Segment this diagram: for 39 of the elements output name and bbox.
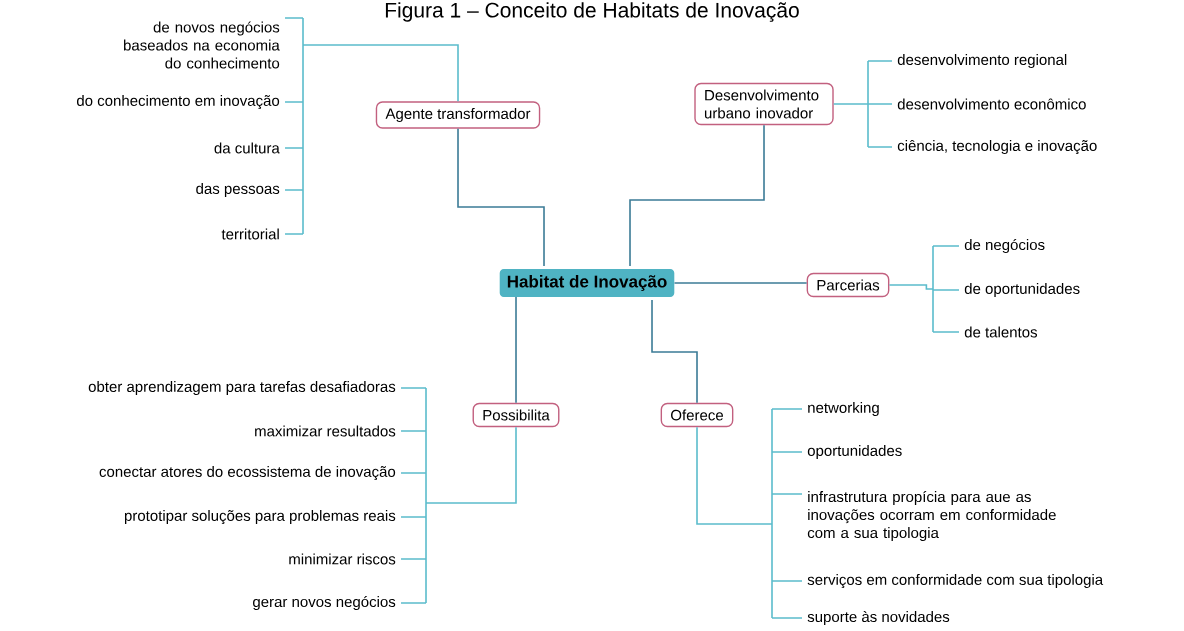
connector — [457, 127, 545, 267]
leaf-text: serviços em conformidade com sua tipologia — [807, 573, 1104, 588]
leaf-text: desenvolvimento econômico — [897, 98, 1086, 110]
connector — [673, 282, 808, 284]
leaf-text: infrastrutura propícia para aue as inovações ocorram em conformidade com a sua tipologia — [807, 490, 1056, 542]
leaf-text: das pessoas — [196, 183, 280, 197]
topic-box: Agente transformador — [375, 101, 541, 129]
leaf-text: gerar novos negócios — [253, 595, 396, 611]
bracket-line — [696, 408, 803, 619]
bracket-line — [400, 387, 517, 604]
leaf-text: de negócios — [964, 238, 1045, 254]
leaf-text: oportunidades — [807, 445, 902, 459]
central-box: Habitat de Inovação — [499, 269, 675, 297]
topic-box: Desenvolvimento urbano inovador — [694, 82, 834, 126]
leaf-text: suporte às novidades — [807, 610, 950, 626]
figure-title: Figura 1 – Conceito de Habitats de Inovação — [385, 2, 799, 22]
bracket-line — [284, 17, 459, 235]
leaf-text: desenvolvimento regional — [897, 54, 1067, 68]
leaf-text: de talentos — [964, 326, 1037, 338]
leaf-text: obter aprendizagem para tarefas desafiadoras — [88, 381, 396, 395]
leaf-text: da cultura — [214, 142, 280, 154]
topic-box: Possibilita — [472, 402, 560, 428]
leaf-text: maximizar resultados — [255, 425, 396, 437]
connector — [515, 296, 517, 404]
leaf-text: do conhecimento em inovação — [77, 94, 280, 109]
leaf-text: minimizar riscos — [289, 553, 396, 565]
bracket-line — [832, 60, 893, 148]
bracket-line — [888, 245, 960, 333]
leaf-text: prototipar soluções para problemas reais — [124, 509, 396, 524]
leaf-text: ciência, tecnologia e inovação — [897, 139, 1097, 155]
topic-box: Oferece — [660, 402, 734, 428]
connector — [629, 124, 765, 267]
leaf-text: territorial — [221, 228, 279, 240]
connector — [651, 299, 698, 404]
leaf-text: conectar atores do ecossistema de inovação — [99, 465, 396, 480]
leaf-text: networking — [808, 402, 879, 416]
leaf-text: de novos negócios baseados na economia do conhecimento — [124, 21, 280, 69]
topic-box: Parcerias — [806, 272, 890, 298]
leaf-text: de oportunidades — [964, 283, 1080, 297]
